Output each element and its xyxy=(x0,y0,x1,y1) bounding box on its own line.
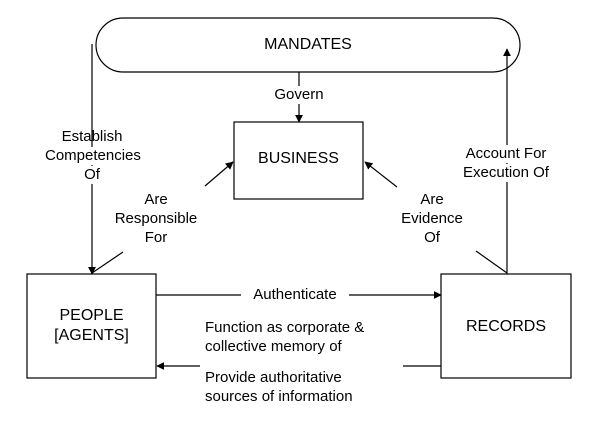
people-label-line1: PEOPLE xyxy=(59,307,124,324)
establish-label-line3: Of xyxy=(82,166,102,184)
establish-label-line2: Competencies xyxy=(45,147,141,165)
records-label: RECORDS xyxy=(465,318,546,335)
establish-label-line1: Establish xyxy=(61,128,123,145)
responsible-arrow-upper xyxy=(204,161,234,187)
people-label-line2: [AGENTS] xyxy=(54,327,129,344)
business-label: BUSINESS xyxy=(258,150,339,167)
memory-label-line1: Function as corporate & xyxy=(205,319,365,336)
responsible-label-line1: Are xyxy=(144,191,168,208)
evidence-line-lower xyxy=(475,250,508,274)
evidence-label-line3: Of xyxy=(424,229,440,246)
account-label-line2: Execution Of xyxy=(452,164,560,182)
responsible-line-lower xyxy=(91,251,124,274)
mandates-box xyxy=(95,17,521,73)
responsible-label-line2: Responsible xyxy=(114,210,198,227)
sources-label-line1: Provide authoritative xyxy=(205,369,342,386)
responsible-label-line3: For xyxy=(144,229,168,246)
memory-label-line2: collective memory of xyxy=(205,338,342,355)
evidence-label-line1: Are xyxy=(420,191,444,208)
business-box xyxy=(233,121,364,200)
mandates-label: MANDATES xyxy=(264,36,352,53)
records-box xyxy=(440,273,572,379)
govern-label: Govern xyxy=(265,86,333,104)
authenticate-label: Authenticate xyxy=(241,286,349,304)
evidence-label-line2: Evidence xyxy=(401,210,463,227)
evidence-arrow-upper xyxy=(364,161,398,188)
sources-label-line2: sources of information xyxy=(205,388,353,405)
account-label-line1: Account For xyxy=(452,145,560,163)
